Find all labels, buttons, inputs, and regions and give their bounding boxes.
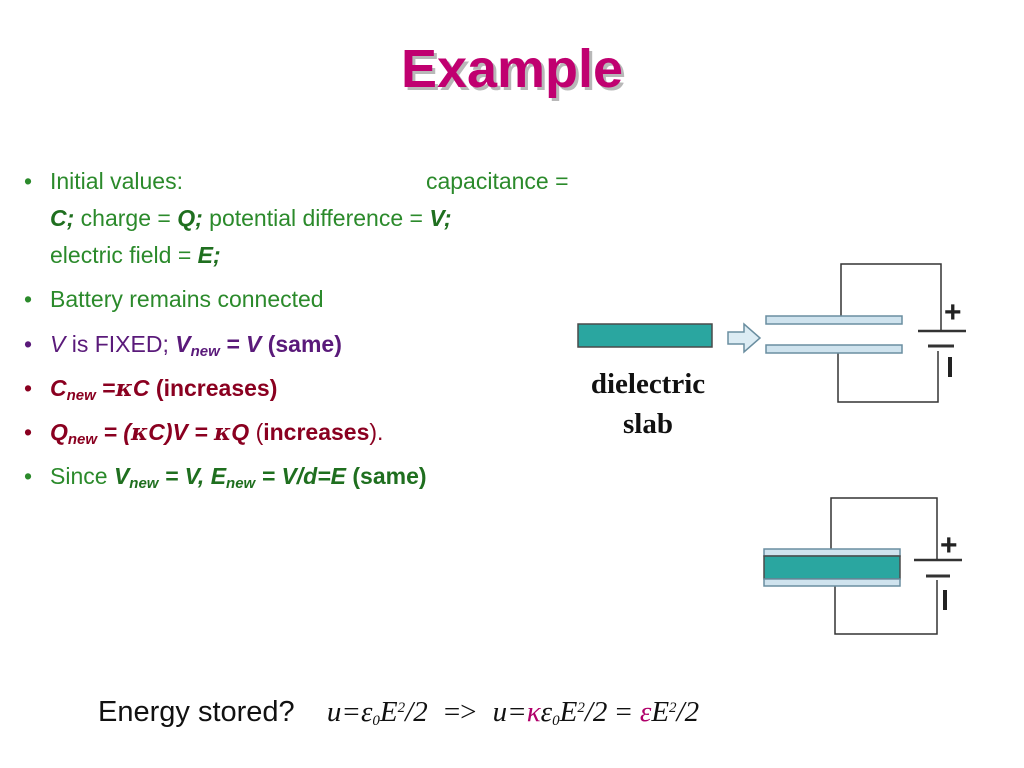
capacitor-top xyxy=(765,263,966,403)
v-new-symbol: Vnew xyxy=(175,331,220,360)
bullet-dot: • xyxy=(24,168,33,194)
bullet-battery: • Battery remains connected xyxy=(12,281,672,318)
dielectric-slab-inserted xyxy=(763,555,901,580)
energy-formula-1: u=ε0E2/2 xyxy=(326,696,428,729)
capacitor-bottom xyxy=(763,497,962,635)
equals-sign: = xyxy=(615,696,632,728)
label-line-1: dielectric xyxy=(590,368,706,400)
v-e-text: = V, Enew xyxy=(164,463,256,492)
v-new-symbol: Vnew xyxy=(113,463,159,492)
initial-values-label: Initial values: xyxy=(50,168,183,194)
same-text: (same) xyxy=(267,331,342,357)
energy-formula-2: u=κε0E2/2 xyxy=(492,696,608,729)
energy-question: Energy stored? xyxy=(98,696,295,728)
charge-symbol: Q; xyxy=(177,205,203,231)
capacitor-plate xyxy=(763,548,901,557)
bullet-v-fixed: • V is FIXED; Vnew = V (same) xyxy=(12,326,672,363)
increases-text: increases xyxy=(263,419,370,445)
charge-label: charge = xyxy=(80,205,171,231)
label-line-2: slab xyxy=(623,408,673,440)
q-symbol: Q xyxy=(231,419,250,445)
capacitor-plate xyxy=(763,578,901,587)
is-fixed-text: is FIXED; xyxy=(71,331,169,357)
voltage-symbol: V; xyxy=(429,205,452,231)
paren-open: ( xyxy=(255,419,264,445)
bullet-dot: • xyxy=(24,419,33,445)
field-symbol: E; xyxy=(197,242,221,268)
implies-arrow: => xyxy=(443,696,477,728)
c-new-symbol: Cnew xyxy=(50,375,96,404)
bullet-dot: • xyxy=(24,331,33,357)
bullet-q-new: • Qnew = (κC)V = κQ (increases). xyxy=(12,414,672,451)
c-symbol: C xyxy=(132,375,150,401)
battery-minus-bottom xyxy=(943,590,947,610)
v-new-equals: = V xyxy=(226,331,262,357)
battery-text: Battery remains connected xyxy=(50,286,324,312)
same-text: (same) xyxy=(352,463,427,489)
bullet-dot: • xyxy=(24,286,33,312)
v-symbol: V xyxy=(50,331,66,357)
capacitor-plate xyxy=(765,344,903,354)
battery-plus-top: + xyxy=(944,296,962,329)
q-new-equals: = ( xyxy=(103,419,131,445)
dielectric-slab-label: dielectric slab xyxy=(570,364,726,444)
kappa-symbol: κ xyxy=(115,375,133,402)
battery-minus-top xyxy=(948,357,952,377)
electric-field-label: electric field = xyxy=(50,242,192,268)
bullet-dot: • xyxy=(24,375,33,401)
energy-formula-3: εE2/2 xyxy=(639,696,700,728)
bullet-c-new: • Cnew =κC (increases) xyxy=(12,370,672,407)
capacitor-plate xyxy=(765,315,903,325)
bullet-list: • Initial values: capacitance = C; charge… xyxy=(12,163,672,495)
dielectric-slab xyxy=(577,323,713,348)
bullet-since: • Since Vnew = V, Enew = V/d=E (same) xyxy=(12,458,672,495)
paren-close: ). xyxy=(369,419,384,445)
capacitance-label: capacitance = xyxy=(425,168,569,194)
slide-title: Example xyxy=(400,39,624,99)
arrow-icon xyxy=(727,322,762,354)
c-new-equals: = xyxy=(102,375,116,401)
bullet-dot: • xyxy=(24,463,33,489)
kappa-symbol: κ xyxy=(130,419,149,446)
capacitance-symbol: C; xyxy=(50,205,75,231)
since-text: Since xyxy=(50,463,108,489)
bullet-initial-values: • Initial values: capacitance = C; charge… xyxy=(12,163,672,274)
increases-text: (increases) xyxy=(155,375,278,401)
q-new-symbol: Qnew xyxy=(50,419,98,448)
battery-plus-bottom: + xyxy=(940,529,958,562)
energy-stored-line: Energy stored? u=ε0E2/2 => u=κε0E2/2 = ε… xyxy=(98,696,699,729)
potential-difference-label: potential difference = xyxy=(209,205,423,231)
cv-text: C)V = xyxy=(148,419,208,445)
kappa-symbol: κ xyxy=(214,419,232,446)
e-equals-text: = V/d=E xyxy=(261,463,346,489)
